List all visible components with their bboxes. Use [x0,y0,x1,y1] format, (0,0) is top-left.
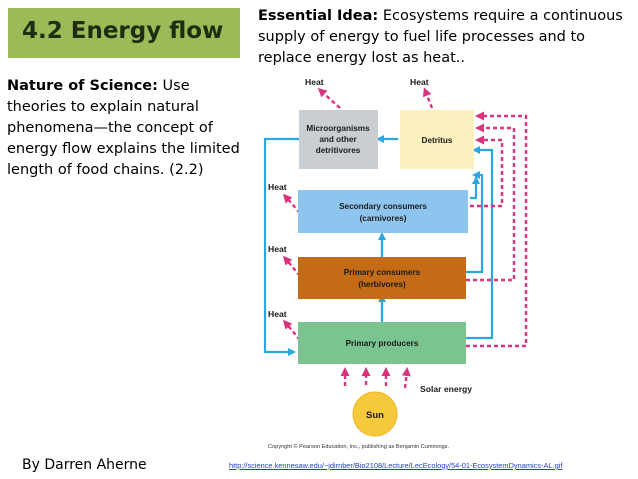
author-credit: By Darren Aherne [22,457,147,473]
microorganisms-label-3: detritivores [316,146,361,155]
copyright-notice: Copyright © Pearson Education, Inc., pub… [268,444,450,450]
heat-arrow-producers [283,319,301,341]
microorganisms-label-2: and other [319,135,357,144]
flow-secondary-to-detritus [470,176,480,200]
heat-arrow-primary [283,255,301,277]
primary-producers-label: Primary producers [346,339,419,348]
nature-of-science-text: Use theories to explain natural phenomen… [7,78,240,178]
primary-consumers-label-1: Primary consumers [344,268,421,277]
solar-energy-label: Solar energy [420,384,472,394]
nature-of-science: Nature of Science: Use theories to expla… [7,76,247,181]
secondary-consumers-label-2: (carnivores) [360,214,407,223]
source-link[interactable]: http://science.kennesaw.edu/~jdirnber/Bi… [229,461,563,470]
heat-label-producers: Heat [268,309,287,319]
heat-label-detritus: Heat [410,77,429,87]
heat-label-primary: Heat [268,244,287,254]
flow-micro-to-producers [263,137,299,356]
heat-arrow-micro [317,87,341,109]
primary-consumers-label-2: (herbivores) [358,280,406,289]
flow-primary-consumers-to-detritus [466,171,484,274]
detritus-label: Detritus [422,136,453,145]
detritus-from-primary [466,123,516,282]
page-title: 4.2 Energy flow [22,18,224,44]
sun-icon [352,391,398,437]
microorganisms-box [299,110,378,169]
title-box: 4.2 Energy flow [8,8,240,58]
essential-idea: Essential Idea: Ecosystems require a con… [258,6,628,69]
essential-idea-label: Essential Idea: [258,8,379,24]
sun-label: Sun [366,410,384,421]
detritus-from-producers [466,111,528,348]
energy-flow-arrows [263,135,494,356]
detritus-box [400,110,474,169]
solar-ray-4 [401,367,411,389]
detritus-from-secondary [470,135,504,208]
heat-label-micro: Heat [305,77,324,87]
heat-arrow-secondary [283,193,301,214]
essential-idea-text: Ecosystems require a continuous supply o… [258,8,623,66]
secondary-consumers-box [298,190,468,233]
heat-arrows [283,87,528,389]
primary-consumers-box [298,257,466,299]
secondary-consumers-label-1: Secondary consumers [339,202,427,211]
heat-arrow-detritus [422,87,434,109]
microorganisms-label-1: Microorganisms [306,124,370,133]
flow-producers-to-detritus [466,146,494,340]
heat-label-secondary: Heat [268,182,287,192]
nature-of-science-label: Nature of Science: [7,78,158,94]
primary-producers-box [298,322,466,364]
